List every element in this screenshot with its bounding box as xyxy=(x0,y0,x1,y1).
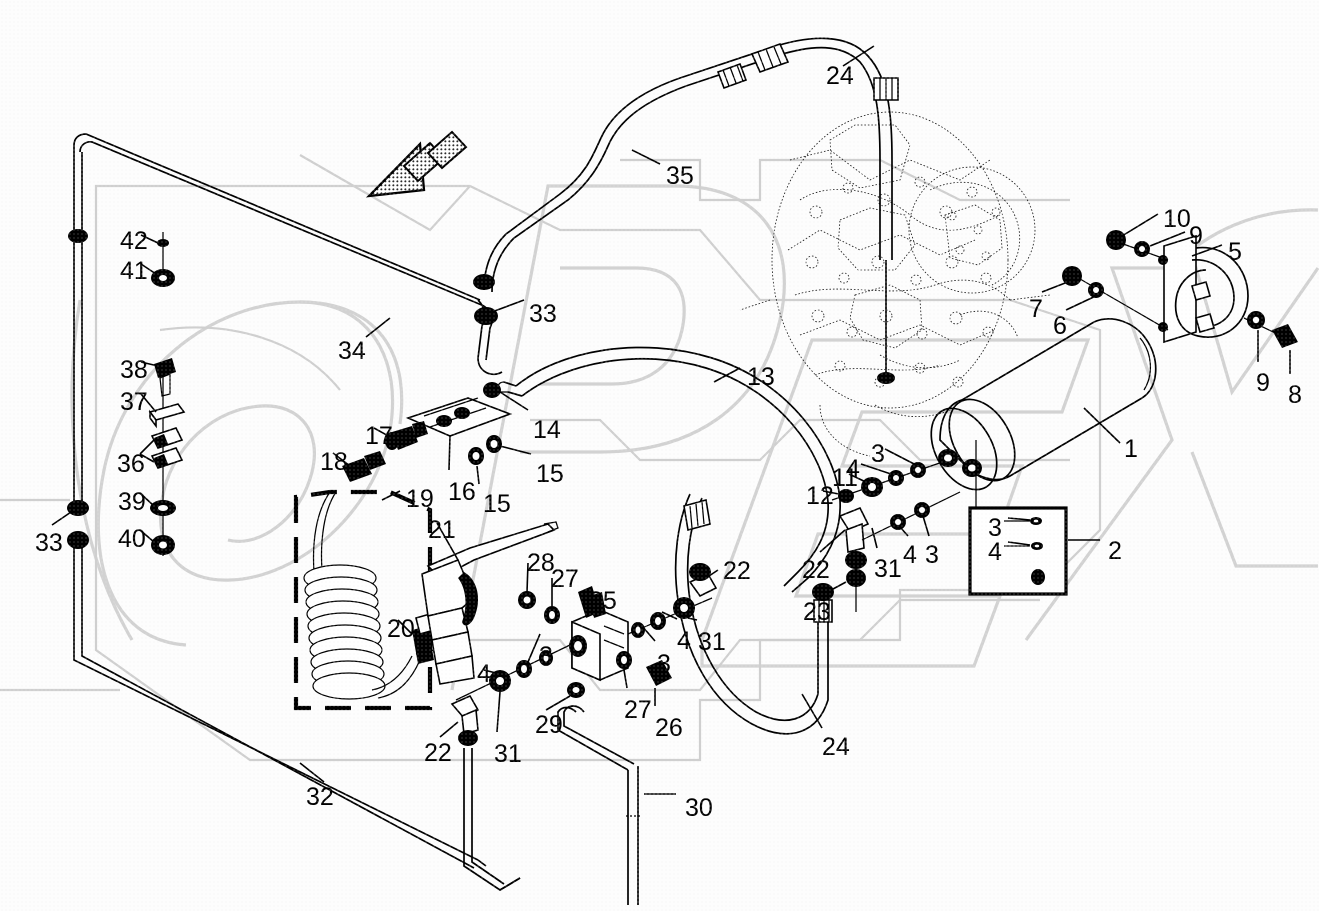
air-hose-35-24 xyxy=(473,37,899,384)
callout-10-nut: 10 xyxy=(1163,205,1191,233)
callout-38-screw: 38 xyxy=(120,356,148,384)
callout-22-elbow-fitting: 22 xyxy=(424,739,452,767)
callout-8-bolt: 8 xyxy=(1288,381,1302,409)
callout-22-elbow-fitting: 22 xyxy=(723,557,751,585)
callout-22-elbow-fitting: 22 xyxy=(802,556,830,584)
callout-12-hose-end: 12 xyxy=(806,482,834,510)
callout-15-o-ring: 15 xyxy=(536,460,564,488)
callout-33-bulkhead-connector: 33 xyxy=(35,529,63,557)
callout-30-drain-tube: 30 xyxy=(685,794,713,822)
callout-31-nut: 31 xyxy=(874,555,902,583)
callout-11-fitting: 11 xyxy=(832,464,858,492)
callout-36-clamp-half: 36 xyxy=(117,450,145,478)
coiled-hose-assembly-19 xyxy=(293,489,433,711)
callout-34-steel-tube: 34 xyxy=(338,337,366,365)
callout-37-bracket: 37 xyxy=(120,388,148,416)
callout-21-blow-gun: 21 xyxy=(428,516,456,544)
hose-coupling-a xyxy=(716,62,748,90)
callout-35-air-line: 35 xyxy=(666,162,694,190)
callout-13-air-hose: 13 xyxy=(747,363,775,391)
callout-20-coupler-plug: 20 xyxy=(387,615,415,643)
callout-4-o-ring: 4 xyxy=(477,660,491,688)
washers-28-27 xyxy=(518,591,560,624)
callout-15-o-ring: 15 xyxy=(483,490,511,518)
callout-9-washer: 9 xyxy=(1189,222,1203,250)
callout-27-washer: 27 xyxy=(624,696,652,724)
steel-line-34 xyxy=(474,299,503,376)
callout-17-quick-coupler: 17 xyxy=(365,422,393,450)
callout-18-coupler-plug: 18 xyxy=(320,448,348,476)
callout-5-tank-strap: 5 xyxy=(1228,238,1242,266)
callout-9-washer: 9 xyxy=(1256,369,1270,397)
callout-2-detail-inset-box: 2 xyxy=(1108,537,1122,565)
callout-41-nut: 41 xyxy=(120,257,148,285)
hose-coupling-24b xyxy=(683,498,711,532)
detail-inset-box-2 xyxy=(968,440,1068,596)
callout-24-air-hose: 24 xyxy=(826,62,854,90)
fasteners-8-9b xyxy=(1243,311,1298,348)
callout-14-fitting: 14 xyxy=(533,416,561,444)
callout-23-connector: 23 xyxy=(803,598,831,626)
hose-coupling-c xyxy=(873,77,899,101)
callout-16-mounting-plate: 16 xyxy=(448,478,476,506)
callout-6-washer: 6 xyxy=(1053,312,1067,340)
ghost-engine-assembly xyxy=(739,111,1051,457)
callout-1-air-tank: 1 xyxy=(1124,435,1138,463)
callout-4-o-ring: 4 xyxy=(903,541,917,569)
callout-4-o-ring: 4 xyxy=(677,627,691,655)
oring-15a xyxy=(486,435,502,453)
callout-31-nut: 31 xyxy=(698,628,726,656)
fasteners-9-10 xyxy=(1106,230,1169,261)
callout-4-o-ring-inset: 4 xyxy=(988,538,1002,566)
callout-3-washer: 3 xyxy=(871,440,885,468)
callout-24-air-hose: 24 xyxy=(822,733,850,761)
air-tank-1 xyxy=(930,318,1157,491)
callout-19-coiled-hose-assembly: 19 xyxy=(406,485,434,513)
left-fastener-column xyxy=(148,232,186,556)
callout-3-washer: 3 xyxy=(539,642,553,670)
fastener-chain-right xyxy=(627,563,718,638)
oring-15b xyxy=(468,447,484,465)
callout-39-washer: 39 xyxy=(118,488,146,516)
callout-33-bulkhead-connector: 33 xyxy=(529,300,557,328)
callout-3-washer: 3 xyxy=(657,650,671,678)
callout-40-nut: 40 xyxy=(118,525,146,553)
callout-42-washer: 42 xyxy=(120,227,148,255)
callout-27-washer: 27 xyxy=(551,565,579,593)
callout-26-screw: 26 xyxy=(655,714,683,742)
callout-32-steel-tube: 32 xyxy=(306,783,334,811)
coil-spring xyxy=(303,564,386,700)
callout-7-nut: 7 xyxy=(1029,295,1043,323)
callout-29-washer: 29 xyxy=(535,711,563,739)
hose-coupling-b xyxy=(750,42,790,74)
callout-3-washer: 3 xyxy=(925,541,939,569)
callout-31-nut: 31 xyxy=(494,740,522,768)
callout-25-pressure-valve: 25 xyxy=(589,587,617,615)
fitting-14 xyxy=(483,382,501,398)
